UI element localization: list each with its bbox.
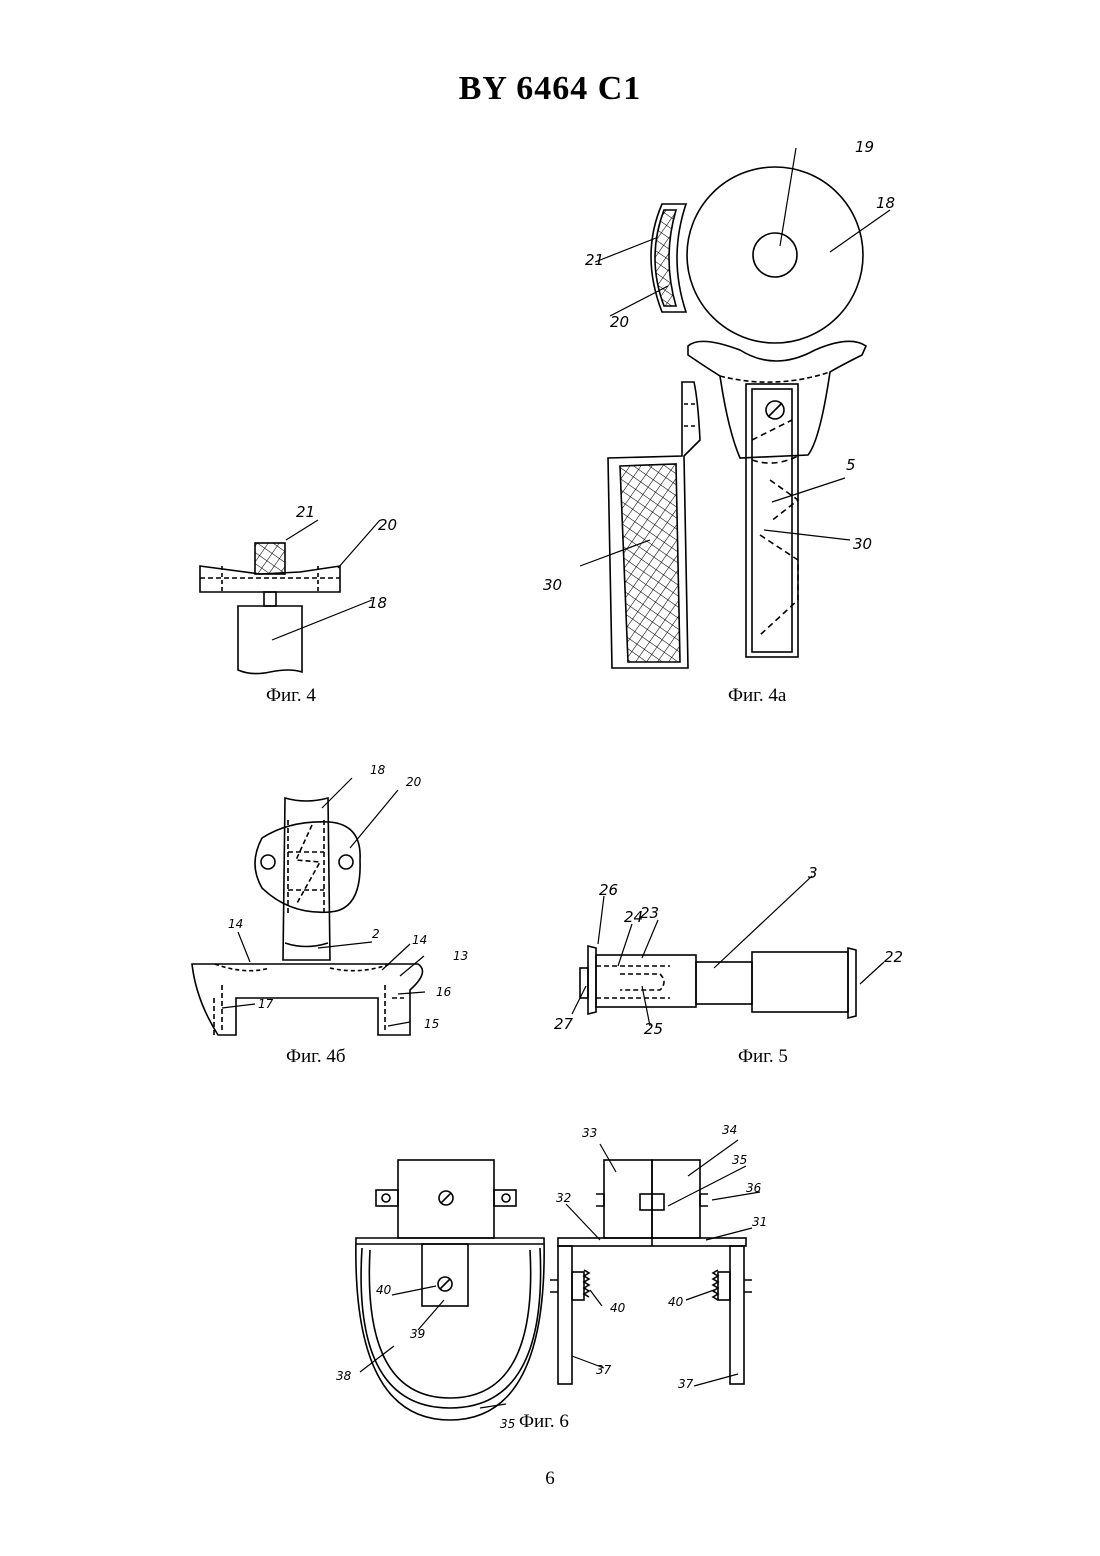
fig4b-label-14-right: 14 — [412, 933, 427, 947]
handle-22 — [752, 952, 848, 1012]
caption-fig4b: Фиг. 4б — [286, 1046, 346, 1068]
leg-37-left — [558, 1246, 572, 1384]
fig5-label-26: 26 — [599, 881, 618, 899]
friction-pad-21 — [255, 543, 285, 574]
figure-4 — [200, 520, 380, 674]
fig4-label-21: 21 — [296, 503, 315, 521]
caption-fig4a: Фиг. 4а — [728, 685, 786, 707]
fig4b-label-20: 20 — [406, 775, 422, 789]
fig4a-label-18: 18 — [876, 194, 895, 212]
fig4b-label-18: 18 — [370, 763, 386, 777]
fig6-label-36: 36 — [746, 1181, 762, 1195]
caption-fig4: Фиг. 4 — [266, 685, 316, 707]
fig5-label-23: 23 — [640, 904, 659, 922]
cap-22 — [848, 948, 856, 1018]
fig6-label-40-right: 40 — [668, 1295, 684, 1309]
fig5-label-25: 25 — [644, 1020, 663, 1038]
fig6-label-38: 38 — [336, 1369, 352, 1383]
page-number: 6 — [0, 1468, 1100, 1490]
pin-40-left — [572, 1272, 584, 1300]
fig4b-label-17: 17 — [258, 997, 274, 1011]
bushing-23 — [596, 955, 696, 1007]
fig6-label-37-left: 37 — [596, 1363, 612, 1377]
fig6-label-32: 32 — [556, 1191, 571, 1205]
hub-19 — [753, 233, 797, 277]
fig6-label-35-bottom: 35 — [500, 1417, 515, 1431]
fig4b-label-14-left: 14 — [228, 917, 243, 931]
fig4b-label-2: 2 — [372, 927, 380, 941]
figure-5 — [572, 876, 884, 1026]
knob-27 — [580, 968, 588, 998]
block-34 — [652, 1160, 700, 1238]
cap-26 — [588, 946, 596, 1014]
fig4a-label-20: 20 — [610, 313, 629, 331]
fig6-label-31: 31 — [752, 1215, 767, 1229]
fig4b-label-16: 16 — [436, 985, 452, 999]
figure-4b — [192, 778, 425, 1035]
fig5-label-22: 22 — [884, 948, 903, 966]
fig6-label-33: 33 — [582, 1126, 597, 1140]
fig4a-label-21: 21 — [585, 251, 604, 269]
figure-4a — [580, 148, 890, 668]
holder-arm — [688, 341, 866, 458]
fig6-label-37-right: 37 — [678, 1377, 694, 1391]
fig4-label-20: 20 — [378, 516, 397, 534]
fig6-label-34: 34 — [722, 1123, 737, 1137]
disk-18 — [687, 167, 863, 343]
fig6-label-40-left: 40 — [610, 1301, 626, 1315]
fig4b-label-13: 13 — [453, 949, 468, 963]
fig5-label-27: 27 — [554, 1015, 574, 1033]
base-13 — [192, 964, 423, 1035]
block-33 — [604, 1160, 652, 1238]
arc-35 — [356, 1238, 544, 1420]
plate-39 — [422, 1244, 468, 1306]
caption-fig5: Фиг. 5 — [738, 1046, 788, 1068]
fig4a-label-30-left: 30 — [543, 576, 562, 594]
pin-40-right — [718, 1272, 730, 1300]
fig6-label-35-top: 35 — [732, 1153, 747, 1167]
fig4a-label-5: 5 — [846, 456, 856, 474]
motor-body-18 — [238, 606, 302, 674]
rod-3 — [696, 962, 752, 1004]
blade-30 — [620, 464, 680, 662]
fig4-label-18: 18 — [368, 594, 387, 612]
fig6-label-40-front: 40 — [376, 1283, 392, 1297]
fig6-label-39: 39 — [410, 1327, 425, 1341]
caption-fig6: Фиг. 6 — [519, 1411, 569, 1433]
fig4b-label-15: 15 — [424, 1017, 439, 1031]
fig5-label-3: 3 — [808, 864, 818, 882]
shaft-18 — [264, 592, 276, 606]
fig4a-label-30-right: 30 — [853, 535, 872, 553]
blade-holder-5 — [746, 384, 798, 657]
figure-6-side — [550, 1140, 760, 1386]
leg-37-right — [730, 1246, 744, 1384]
fig4a-label-19: 19 — [855, 138, 874, 156]
